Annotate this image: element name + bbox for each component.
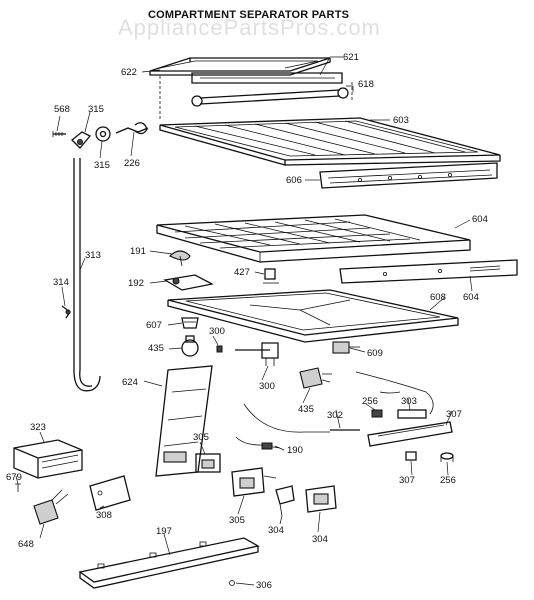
label-192: 192 bbox=[128, 278, 144, 289]
label-304-bracket: 304 bbox=[268, 525, 284, 536]
part-308-plate bbox=[89, 475, 131, 511]
part-300-switch bbox=[235, 342, 279, 366]
label-307-bar: 307 bbox=[446, 409, 462, 420]
part-314-clip bbox=[61, 305, 71, 319]
label-256-cap: 256 bbox=[440, 475, 456, 486]
part-618-rod bbox=[191, 87, 349, 107]
label-621: 621 bbox=[343, 52, 359, 63]
part-226-spring bbox=[115, 122, 149, 135]
label-679: 679 bbox=[6, 472, 22, 483]
part-307-bar bbox=[367, 421, 453, 447]
watermark: AppliancePartsPros.com bbox=[118, 15, 381, 40]
part-648-fan-motor bbox=[33, 489, 69, 525]
part-435-bulb bbox=[181, 335, 199, 357]
part-568-screw bbox=[52, 131, 66, 137]
part-435-motor bbox=[299, 367, 332, 389]
leader-lines bbox=[15, 56, 473, 586]
part-609-thermostat bbox=[332, 341, 360, 354]
alignment-lines-top bbox=[159, 76, 353, 120]
label-622: 622 bbox=[121, 67, 137, 78]
label-624: 624 bbox=[122, 377, 138, 388]
label-314: 314 bbox=[53, 277, 69, 288]
label-307-clip: 307 bbox=[399, 475, 415, 486]
part-305-lower bbox=[231, 467, 277, 497]
part-622-grille bbox=[149, 57, 331, 76]
label-313: 313 bbox=[85, 250, 101, 261]
part-621-rail bbox=[191, 72, 343, 84]
part-315-bracket bbox=[71, 131, 92, 149]
label-190: 190 bbox=[287, 445, 303, 456]
label-609: 609 bbox=[367, 348, 383, 359]
label-305-lower: 305 bbox=[229, 515, 245, 526]
label-300-small: 300 bbox=[209, 326, 225, 337]
diagram-title: COMPARTMENT SEPARATOR PARTS bbox=[148, 9, 350, 21]
part-304-bracket bbox=[275, 485, 295, 517]
label-302: 302 bbox=[327, 410, 343, 421]
label-197: 197 bbox=[156, 526, 172, 537]
part-191-knob bbox=[169, 250, 191, 267]
label-305-upper: 305 bbox=[193, 432, 209, 443]
label-435-bulb: 435 bbox=[148, 343, 164, 354]
label-427: 427 bbox=[234, 267, 250, 278]
label-303: 303 bbox=[401, 396, 417, 407]
label-603: 603 bbox=[393, 115, 409, 126]
part-323-housing bbox=[13, 439, 83, 479]
label-606: 606 bbox=[286, 175, 302, 186]
part-256-clip bbox=[371, 409, 383, 418]
part-679-screw bbox=[15, 483, 21, 492]
label-648: 648 bbox=[18, 539, 34, 550]
part-190-wire bbox=[235, 436, 281, 450]
label-308: 308 bbox=[96, 510, 112, 521]
part-604-frame bbox=[156, 214, 471, 263]
label-256-clip: 256 bbox=[362, 396, 378, 407]
part-604-strip bbox=[339, 259, 518, 284]
part-607-socket bbox=[181, 317, 199, 329]
part-306-screw bbox=[229, 580, 235, 586]
label-315-bottom: 315 bbox=[94, 160, 110, 171]
label-568: 568 bbox=[54, 104, 70, 115]
part-300-small bbox=[216, 345, 223, 353]
part-313-tube bbox=[73, 158, 101, 392]
part-192-cam bbox=[163, 274, 214, 291]
label-306: 306 bbox=[256, 580, 272, 591]
part-305-upper bbox=[195, 453, 221, 473]
part-427-clip bbox=[263, 268, 279, 284]
label-435-motor: 435 bbox=[298, 404, 314, 415]
label-608: 608 bbox=[430, 292, 446, 303]
label-604-strip: 604 bbox=[463, 292, 479, 303]
part-307-clip bbox=[405, 451, 417, 461]
part-303-harness bbox=[355, 371, 434, 419]
part-197-cover bbox=[78, 537, 260, 589]
label-607: 607 bbox=[146, 320, 162, 331]
label-618: 618 bbox=[358, 79, 374, 90]
label-323: 323 bbox=[30, 422, 46, 433]
label-191: 191 bbox=[130, 246, 146, 257]
part-608-pan bbox=[167, 289, 459, 343]
part-603-shelf bbox=[159, 117, 501, 166]
label-315-top: 315 bbox=[88, 104, 104, 115]
part-315-washer bbox=[95, 126, 111, 142]
label-226: 226 bbox=[124, 158, 140, 169]
label-604-frame: 604 bbox=[472, 214, 488, 225]
part-256-cap bbox=[440, 452, 454, 462]
part-304-block bbox=[305, 485, 337, 513]
label-304-block: 304 bbox=[312, 534, 328, 545]
part-606-trim bbox=[319, 162, 498, 189]
label-300-switch: 300 bbox=[259, 381, 275, 392]
part-302-harness bbox=[243, 403, 360, 433]
